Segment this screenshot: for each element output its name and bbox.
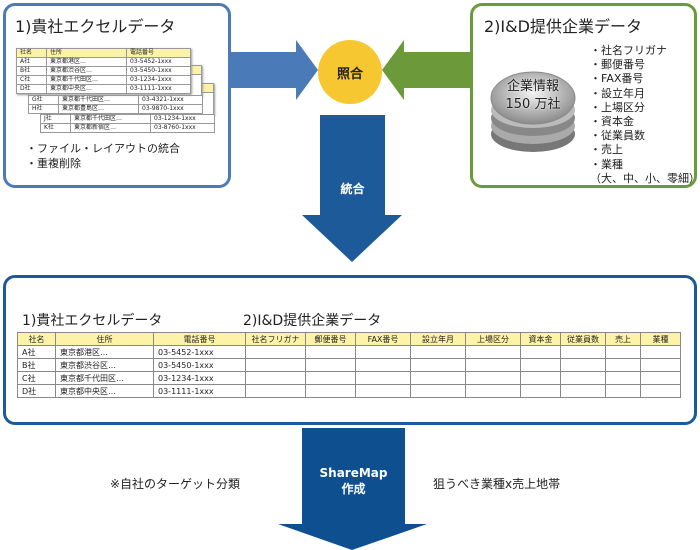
table-cell (605, 384, 641, 398)
table-cell: A社 (17, 345, 56, 359)
table-cell: C社 (17, 371, 56, 385)
column-header: 電話番号 (153, 332, 246, 346)
table-cell (605, 371, 641, 385)
table-cell (355, 358, 411, 372)
table-cell (465, 358, 521, 372)
table-cell (245, 384, 306, 398)
table-cell (520, 358, 561, 372)
result-title-1: 1)貴社エクセルデータ (22, 313, 163, 329)
column-header: 従業員数 (560, 332, 606, 346)
table-cell (465, 371, 521, 385)
note-left: ※自社のターゲット分類 (110, 477, 241, 491)
table-cell (410, 384, 466, 398)
table-cell (305, 358, 356, 372)
database-icon (490, 71, 576, 152)
table-cell (560, 345, 606, 359)
sheet-2: G社東京都千代田区…03-4321-1xxx H社東京都豊島区…03-9870-… (28, 95, 203, 114)
id-data-title: 2)I&D提供企業データ (484, 17, 642, 36)
table-cell (520, 384, 561, 398)
table-cell: D社 (17, 384, 56, 398)
table-cell: 03-1234-1xxx (153, 371, 246, 385)
merge-label: 統合 (340, 182, 365, 196)
table-cell (605, 358, 641, 372)
match-circle: 照合 (318, 40, 382, 104)
column-header: 売上 (605, 332, 641, 346)
id-data-fields: ・社名フリガナ・郵便番号・FAX番号・設立年月・上場区分・資本金・従業員数・売上… (590, 44, 700, 185)
table-row: D社東京都中央区…03-1111-1xxx (17, 384, 681, 398)
table-cell (560, 371, 606, 385)
table-row: B社東京都渋谷区…03-5450-1xxx (17, 358, 681, 372)
table-cell (560, 358, 606, 372)
column-header: 住所 (55, 332, 154, 346)
table-cell: B社 (17, 358, 56, 372)
client-excel-title: 1)貴社エクセルデータ (15, 17, 176, 36)
green-arrow-left (382, 40, 470, 100)
table-cell (305, 371, 356, 385)
table-cell (640, 345, 681, 359)
table-cell (245, 345, 306, 359)
table-cell (355, 384, 411, 398)
table-cell: 東京都渋谷区… (55, 358, 154, 372)
table-cell (640, 384, 681, 398)
table-cell (560, 384, 606, 398)
table-cell (410, 358, 466, 372)
table-cell (605, 345, 641, 359)
client-bullets: ・ファイル・レイアウトの統合・重複削除 (26, 142, 180, 170)
merge-arrow-down (302, 115, 402, 262)
column-header: 上場区分 (465, 332, 521, 346)
blue-arrow-right (231, 40, 318, 100)
table-cell (305, 345, 356, 359)
table-row: C社東京都千代田区…03-1234-1xxx (17, 371, 681, 385)
table-cell: 03-5450-1xxx (153, 358, 246, 372)
table-cell: 東京都千代田区… (55, 371, 154, 385)
column-header: 社名 (17, 332, 56, 346)
table-cell (520, 371, 561, 385)
table-cell (245, 358, 306, 372)
table-cell: 東京都中央区… (55, 384, 154, 398)
sheet-1: 社名住所電話番号 A社東京都港区…03-5452-1xxx B社東京都渋谷区…0… (16, 48, 191, 94)
column-header: 業種 (640, 332, 681, 346)
table-cell: 03-1111-1xxx (153, 384, 246, 398)
column-header: 設立年月 (410, 332, 466, 346)
table-cell (305, 384, 356, 398)
table-cell (245, 371, 306, 385)
table-cell (355, 345, 411, 359)
sharemap-arrow-down (278, 428, 427, 550)
column-header: 社名フリガナ (245, 332, 306, 346)
column-header: 郵便番号 (305, 332, 356, 346)
table-cell (355, 371, 411, 385)
table-cell (465, 345, 521, 359)
sheet-3: J社東京都千代田区…03-1234-1xxx K社東京都新宿区…03-8760-… (40, 114, 215, 133)
table-cell (410, 371, 466, 385)
table-cell (465, 384, 521, 398)
table-row: A社東京都港区…03-5452-1xxx (17, 345, 681, 359)
table-cell (520, 345, 561, 359)
table-cell (640, 371, 681, 385)
column-header: 資本金 (520, 332, 561, 346)
table-cell: 東京都港区… (55, 345, 154, 359)
result-title-2: 2)I&D提供企業データ (243, 313, 382, 329)
table-cell (410, 345, 466, 359)
column-header: FAX番号 (355, 332, 411, 346)
table-cell (640, 358, 681, 372)
note-right: 狙うべき業種x売上地帯 (433, 477, 561, 491)
table-cell: 03-5452-1xxx (153, 345, 246, 359)
